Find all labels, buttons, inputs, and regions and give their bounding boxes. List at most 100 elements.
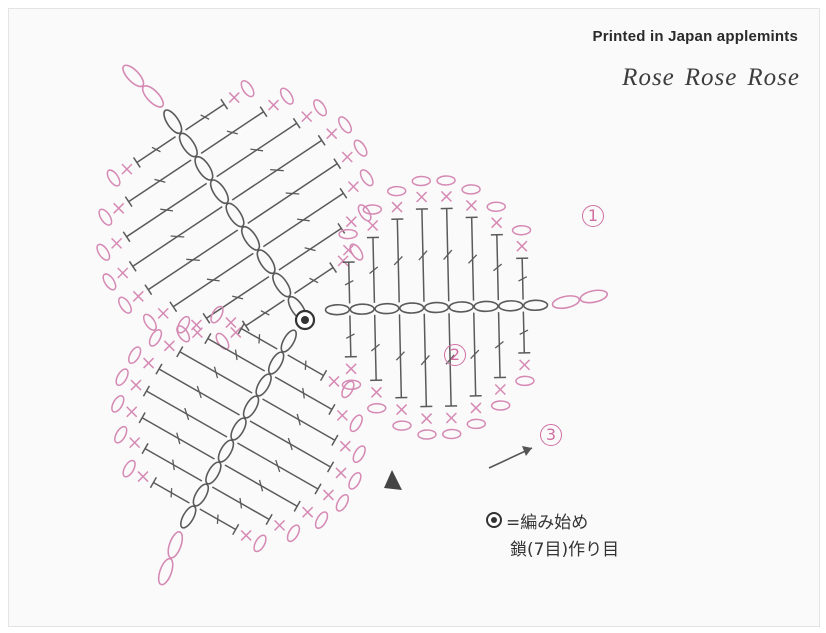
petal-right-edge-picot bbox=[467, 419, 485, 428]
petal-top-left-edge-picot bbox=[141, 312, 158, 332]
petal-bottom-left-tip bbox=[165, 530, 185, 560]
petal-bottom-left-stitch bbox=[173, 460, 175, 471]
petal-bottom-left-chain bbox=[216, 438, 237, 464]
petal-top-left-stitch bbox=[318, 135, 325, 145]
petal-top-left-chain bbox=[176, 131, 200, 160]
petal-top-left-edge-picot bbox=[174, 324, 191, 344]
petal-bottom-left-stitch bbox=[150, 477, 156, 487]
petal-top-left-chain bbox=[192, 154, 216, 183]
petal-top-left-stitch bbox=[123, 232, 130, 242]
petal-bottom-left-stitch bbox=[156, 364, 162, 374]
petal-top-left-stitch bbox=[171, 236, 185, 237]
petal-bottom-left-edge-picot bbox=[347, 471, 364, 491]
petal-bottom-left-edge-picot bbox=[334, 493, 351, 513]
petal-bottom-left-edge-picot bbox=[285, 523, 302, 543]
petal-top-left-stitch bbox=[293, 118, 300, 128]
petal-right-edge-picot bbox=[516, 376, 534, 385]
petal-right-edge-picot bbox=[393, 421, 411, 430]
petal-top-left-chain bbox=[238, 224, 262, 253]
petal-top-left-stitch bbox=[145, 285, 152, 295]
petal-top-left-stitch bbox=[227, 131, 238, 134]
credit-text: Printed in Japan applemints bbox=[593, 28, 798, 45]
petal-top-left-stitch bbox=[203, 313, 210, 323]
petal-bottom-left-edge-picot bbox=[126, 345, 143, 365]
petal-top-left-chain bbox=[161, 107, 185, 136]
petal-top-left-chain bbox=[270, 271, 294, 300]
petal-bottom-left-stitch bbox=[205, 333, 211, 343]
petal-bottom-left-stitch bbox=[233, 524, 239, 534]
petal-bottom-left-edge-picot bbox=[313, 510, 330, 530]
petal-right-edge-picot bbox=[418, 430, 436, 439]
petal-right-edge-picot bbox=[368, 404, 386, 413]
petal-top-left-stitch bbox=[232, 296, 243, 299]
petal-top-left-edge-picot bbox=[95, 242, 112, 262]
petal-top-left-stitch bbox=[170, 302, 177, 312]
petal-top-left-stitch bbox=[286, 193, 300, 194]
petal-top-left-stitch bbox=[154, 179, 165, 182]
petal-top-left-tip bbox=[120, 62, 147, 90]
petal-bottom-left-edge-picot bbox=[109, 394, 126, 414]
petal-bottom-left-stitch bbox=[315, 484, 321, 494]
petal-top-left-stitch bbox=[250, 149, 263, 151]
petal-top-left-stitch bbox=[221, 99, 228, 109]
petal-right-chain bbox=[474, 301, 498, 311]
petal-right-chain bbox=[499, 301, 523, 311]
petal-right-chain bbox=[524, 300, 548, 310]
magic-ring-icon bbox=[301, 316, 309, 324]
petal-top-left-chain bbox=[207, 177, 231, 206]
petal-top-left-stitch bbox=[186, 259, 200, 260]
petal-bottom-left-stitch bbox=[236, 350, 238, 361]
petal-top-left-edge-picot bbox=[105, 168, 122, 188]
petal-top-left-edge-picot bbox=[278, 86, 295, 106]
petal-top-left-stitch bbox=[270, 170, 284, 171]
legend-line-1: =編み始め bbox=[506, 508, 588, 533]
petal-bottom-left-chain bbox=[253, 372, 274, 398]
petal-bottom-left-chain bbox=[228, 416, 249, 442]
petal-right-edge-picot bbox=[512, 226, 530, 235]
petal-top-left-edge-picot bbox=[97, 207, 114, 227]
arrow-head-icon bbox=[522, 446, 532, 456]
petal-right-edge-picot bbox=[363, 205, 381, 214]
petal-right-tip bbox=[551, 294, 580, 311]
petal-top-left-stitch bbox=[134, 157, 141, 167]
petal-right-edge-picot bbox=[339, 229, 357, 238]
petal-bottom-left-stitch bbox=[329, 404, 335, 414]
legend: =編み始め 鎖(7目)作り目 bbox=[486, 505, 706, 565]
petal-bottom-left-edge-picot bbox=[351, 444, 368, 464]
petal-top-left-stitch bbox=[297, 219, 310, 221]
petal-bottom-left-stitch bbox=[171, 488, 172, 497]
petal-bottom-left-stitch bbox=[321, 370, 327, 380]
title-word: Rose bbox=[685, 64, 738, 91]
petal-bottom-left-stitch bbox=[303, 388, 305, 399]
petal-bottom-left-stitch bbox=[177, 347, 183, 357]
petal-bottom-left-chain bbox=[278, 328, 299, 354]
petal-right-edge-picot bbox=[388, 186, 406, 195]
petal-bottom-left-edge-picot bbox=[147, 328, 164, 348]
petal-bottom-left-stitch bbox=[143, 386, 149, 396]
petal-bottom-left-edge-picot bbox=[112, 425, 129, 445]
petal-top-left-edge-picot bbox=[311, 98, 328, 118]
title-word: Rose bbox=[622, 64, 675, 91]
petal-top-left-edge-picot bbox=[358, 168, 375, 188]
petal-top-left-stitch bbox=[334, 159, 341, 169]
petal-bottom-left-stitch bbox=[240, 498, 242, 509]
petal-bottom-left-stitch bbox=[294, 501, 300, 511]
petal-bottom-left-edge-picot bbox=[348, 413, 365, 433]
petal-right-chain bbox=[350, 304, 374, 314]
petal-bottom-left-edge-picot bbox=[121, 459, 138, 479]
petal-top-left-edge-picot bbox=[214, 331, 231, 351]
legend-line-2: 鎖(7目)作り目 bbox=[510, 535, 619, 560]
petal-bottom-left-chain bbox=[190, 482, 211, 508]
petal-right-chain bbox=[400, 303, 424, 313]
petal-right-chain bbox=[325, 305, 349, 315]
petal-bottom-left-stitch bbox=[332, 435, 338, 445]
petal-top-left-edge-picot bbox=[101, 272, 118, 292]
petal-top-left-chain bbox=[223, 201, 247, 230]
petal-right-edge-picot bbox=[443, 429, 461, 438]
petal-top-left-stitch bbox=[125, 197, 132, 207]
petal-right-chain bbox=[424, 302, 448, 312]
petal-top-left-stitch bbox=[207, 279, 220, 281]
petal-top-left-edge-picot bbox=[239, 79, 256, 99]
petal-bottom-left-edge-picot bbox=[175, 315, 192, 335]
